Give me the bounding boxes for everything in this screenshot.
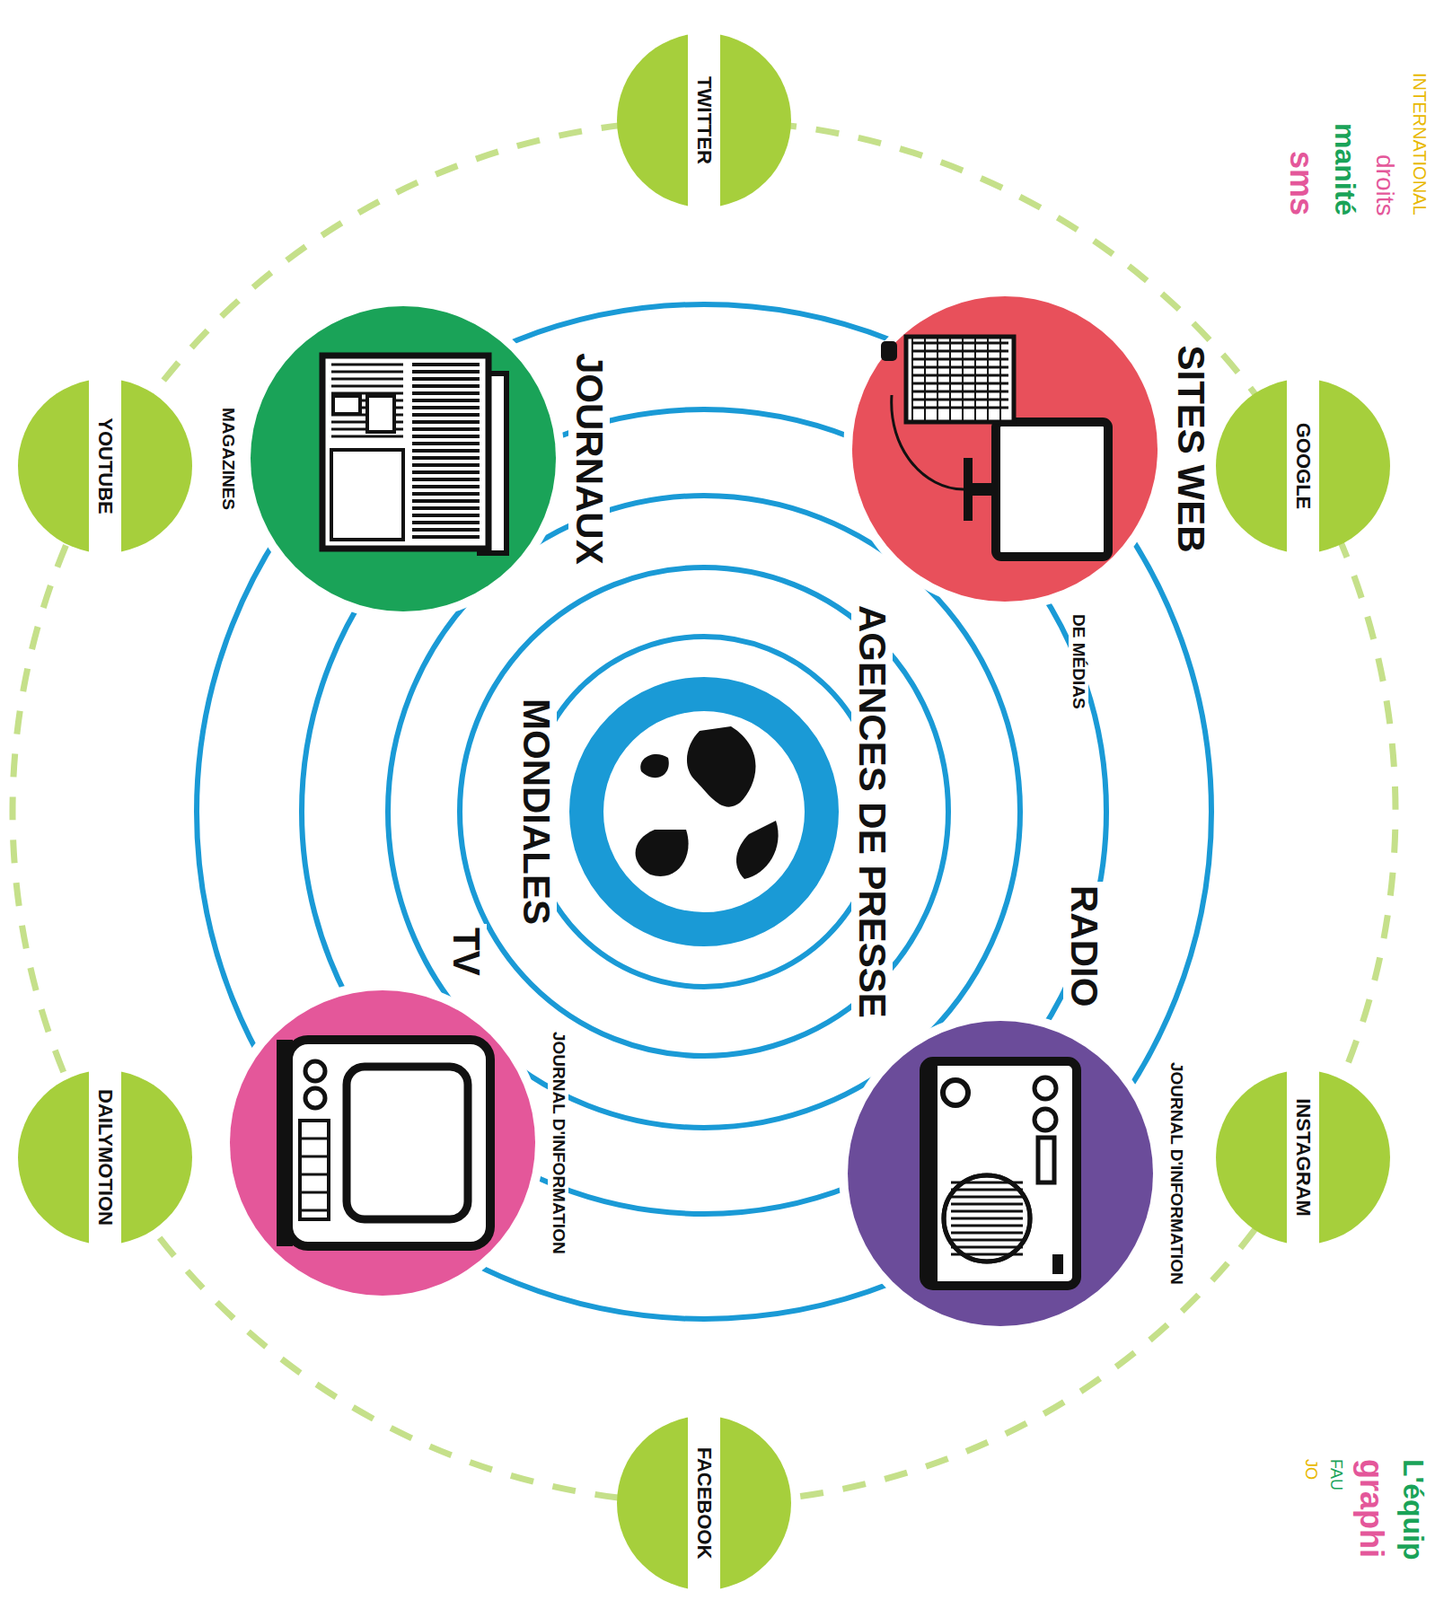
tv-icon: [229, 990, 536, 1296]
social-label: DAILYMOTION: [88, 1070, 122, 1245]
social-circle: DAILYMOTION: [17, 1070, 193, 1245]
credit-fragment: droits: [1370, 154, 1400, 216]
social-circle: YOUTUBE: [17, 378, 193, 554]
credit-fragment: JO: [1301, 1459, 1321, 1480]
dashed-ring: [12, 120, 1396, 1504]
media-subtitle: DE MÉDIAS: [1068, 610, 1090, 714]
wave-rings: [196, 304, 1212, 1320]
media-circle: RADIOJOURNAL D'INFORMATION: [847, 1021, 1154, 1327]
globe-icon: [603, 711, 805, 913]
media-subtitle: MONDIALES: [515, 695, 557, 929]
media-heading: TV: [445, 924, 487, 980]
credit-fragment: FAU: [1326, 1459, 1346, 1491]
paper-icon: [250, 306, 556, 612]
credit-fragment: INTERNATIONAL: [1408, 72, 1430, 216]
media-heading: JOURNAUX: [568, 349, 610, 569]
radio-icon: [847, 1021, 1154, 1327]
media-heading: SITES WEB: [1170, 342, 1212, 557]
social-label: YOUTUBE: [88, 378, 122, 554]
social-label: GOOGLE: [1286, 378, 1320, 554]
social-label: FACEBOOK: [687, 1416, 721, 1591]
credit-fragment: sms: [1282, 150, 1321, 216]
media-circle: JOURNAUXMAGAZINES: [250, 306, 556, 612]
media-heading: RADIO: [1063, 881, 1105, 1011]
credit-fragment: manité: [1328, 123, 1362, 216]
credit-fragment: L'équip: [1396, 1459, 1430, 1560]
media-circle: SITES WEBDE MÉDIAS: [852, 296, 1158, 602]
media-subtitle: JOURNAL D'INFORMATION: [547, 1028, 569, 1259]
computer-icon: [852, 296, 1158, 602]
media-subtitle: JOURNAL D'INFORMATION: [1165, 1058, 1187, 1289]
social-label: TWITTER: [687, 33, 721, 208]
social-circle: GOOGLE: [1215, 378, 1391, 554]
media-subtitle: MAGAZINES: [217, 404, 238, 514]
agency-circle: AGENCES DE PRESSEMONDIALES: [569, 677, 839, 947]
social-circle: TWITTER: [616, 33, 792, 208]
social-circle: INSTAGRAM: [1215, 1070, 1391, 1245]
media-circle: TVJOURNAL D'INFORMATION: [229, 990, 536, 1296]
social-label: INSTAGRAM: [1286, 1070, 1320, 1245]
media-heading: AGENCES DE PRESSE: [851, 601, 893, 1022]
credit-fragment: graphi: [1352, 1459, 1391, 1559]
social-circle: FACEBOOK: [616, 1416, 792, 1591]
